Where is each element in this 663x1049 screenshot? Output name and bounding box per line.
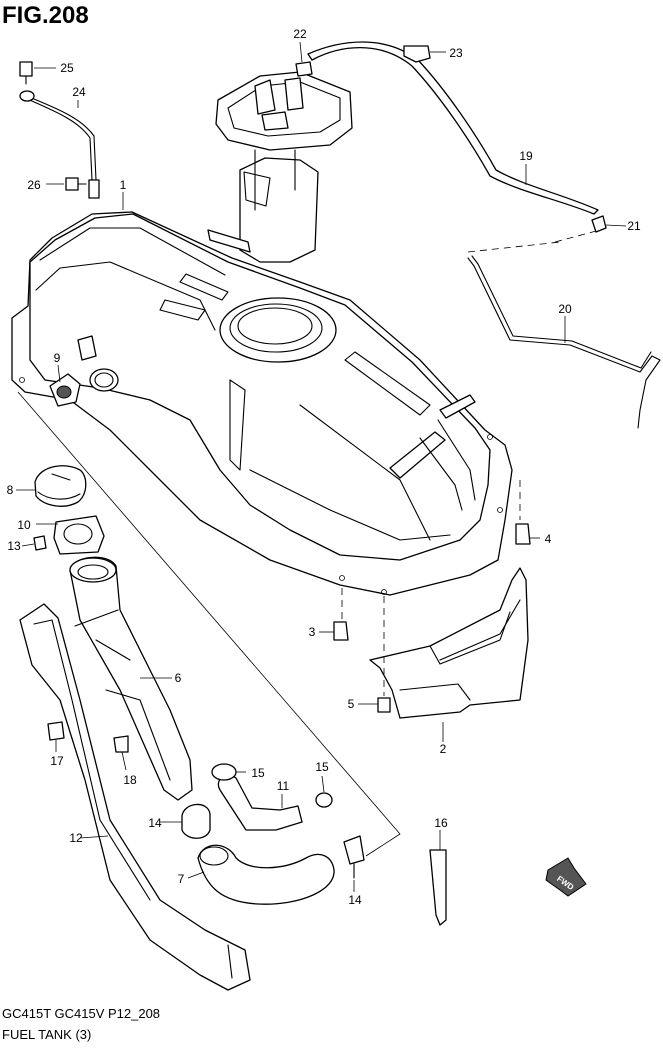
clip-14b[interactable] xyxy=(343,835,365,879)
clip-21[interactable] xyxy=(591,215,607,233)
bolt-26[interactable] xyxy=(65,177,87,191)
clamp-15b[interactable] xyxy=(315,792,333,808)
figure-model-code: GC415T GC415V P12_208 xyxy=(2,1006,161,1021)
filler-cap[interactable] xyxy=(34,465,87,507)
callout-23: 23 xyxy=(449,46,463,60)
callout-15b: 15 xyxy=(315,760,329,774)
callout-14b: 14 xyxy=(348,893,362,907)
breather-pipe[interactable] xyxy=(467,255,661,429)
callout-5: 5 xyxy=(348,697,355,711)
clamp-23[interactable] xyxy=(403,45,431,63)
callout-9: 9 xyxy=(54,351,61,365)
callout-3: 3 xyxy=(309,625,316,639)
breather-hose-11[interactable] xyxy=(217,774,303,831)
callout-2: 2 xyxy=(440,742,447,756)
filler-neck[interactable] xyxy=(69,556,193,801)
bolt-13[interactable] xyxy=(33,535,47,551)
callout-11: 11 xyxy=(277,779,290,793)
filler-neck-cap[interactable] xyxy=(53,515,105,555)
figure-title: FIG.208 xyxy=(2,2,89,29)
forward-arrow-icon: FWD xyxy=(545,857,587,897)
callout-20: 20 xyxy=(558,302,572,316)
callout-25: 25 xyxy=(60,61,74,75)
callout-6: 6 xyxy=(175,671,182,685)
bolt-18[interactable] xyxy=(113,735,129,753)
fuel-tank[interactable] xyxy=(11,211,513,596)
bolt-4[interactable] xyxy=(515,523,531,545)
callout-22: 22 xyxy=(293,27,307,41)
callout-26: 26 xyxy=(27,178,41,192)
fuel-pump-assembly[interactable] xyxy=(207,71,353,263)
figure-name: FUEL TANK (3) xyxy=(2,1027,92,1042)
ground-wire[interactable] xyxy=(19,90,100,199)
clamp-14a[interactable] xyxy=(181,803,211,839)
clip-22[interactable] xyxy=(295,61,313,77)
callout-1: 1 xyxy=(120,178,127,192)
filler-protector[interactable] xyxy=(19,603,251,991)
callout-21: 21 xyxy=(627,219,641,233)
bolt-25[interactable] xyxy=(19,61,33,85)
bolt-5[interactable] xyxy=(377,697,391,713)
callout-17: 17 xyxy=(50,754,64,768)
callout-13: 13 xyxy=(7,539,21,553)
callout-7: 7 xyxy=(178,872,185,886)
callout-16: 16 xyxy=(434,816,448,830)
callout-24: 24 xyxy=(72,85,86,99)
callout-14a: 14 xyxy=(148,816,162,830)
callout-12: 12 xyxy=(69,831,83,845)
callout-4: 4 xyxy=(545,532,552,546)
filler-hose[interactable] xyxy=(197,844,335,905)
clamp-15a[interactable] xyxy=(211,763,237,781)
callout-15a: 15 xyxy=(251,766,265,780)
callout-8: 8 xyxy=(7,483,14,497)
clip-17[interactable] xyxy=(47,721,65,741)
callout-19: 19 xyxy=(519,149,533,163)
callout-18: 18 xyxy=(123,773,137,787)
clip-16[interactable] xyxy=(429,849,447,926)
grommet-9[interactable] xyxy=(49,373,81,407)
fuel-tank-bracket[interactable] xyxy=(369,567,529,719)
callout-10: 10 xyxy=(17,518,31,532)
bolt-3[interactable] xyxy=(333,621,349,641)
